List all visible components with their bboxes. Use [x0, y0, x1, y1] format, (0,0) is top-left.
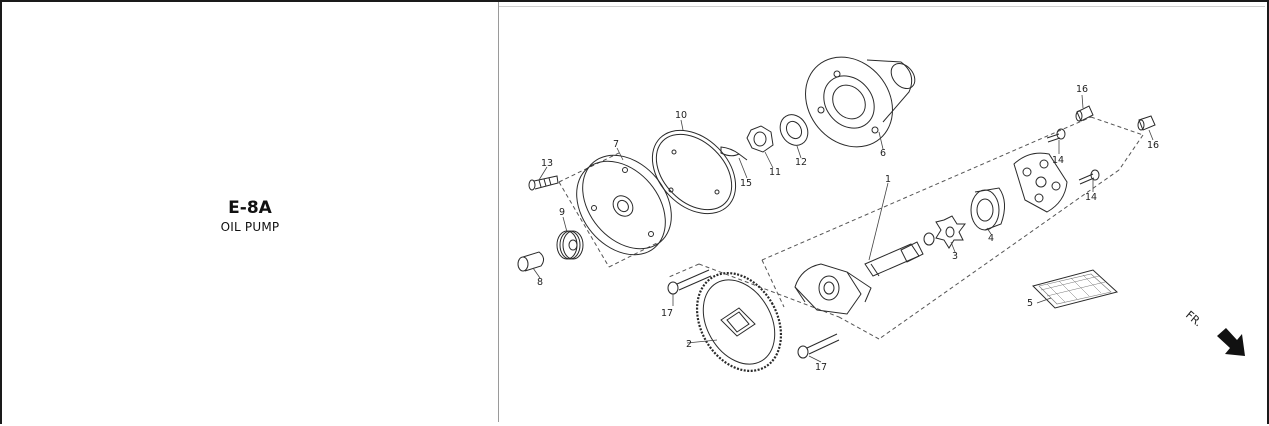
callout-1: 1 — [885, 174, 891, 185]
assembly-1-group-outline — [761, 116, 1144, 340]
part-13-screw — [528, 175, 559, 191]
callout-10: 10 — [675, 110, 687, 121]
part-3-inner-rotor — [935, 215, 966, 249]
callout-16b: 16 — [1147, 140, 1159, 151]
part-14-bolt-upper — [1046, 128, 1066, 143]
part-10-gasket — [651, 129, 737, 215]
diagram-frame — [499, 6, 1265, 420]
part-8-pin — [517, 251, 545, 272]
callout-2: 2 — [686, 339, 692, 350]
part-12-washer — [779, 114, 809, 146]
parts-diagram: 1 2 3 4 5 6 7 8 9 10 11 12 13 14 14 15 1… — [499, 2, 1265, 422]
callout-17b: 17 — [815, 362, 827, 373]
section-header-panel: E-8A OIL PUMP — [2, 2, 498, 424]
callout-11: 11 — [769, 167, 781, 178]
part-1-inner-shaft — [864, 241, 924, 277]
callout-7: 7 — [613, 139, 619, 150]
callout-14a: 14 — [1052, 155, 1064, 166]
part-17-bolt-upper — [667, 269, 712, 295]
section-title: OIL PUMP — [220, 220, 280, 234]
part-17-bolt-lower — [797, 333, 840, 359]
part-15-cotter-pin — [720, 146, 748, 161]
callout-4: 4 — [988, 233, 994, 244]
cover-group-outline — [558, 151, 660, 268]
section-code: E-8A — [228, 198, 272, 218]
panel-divider — [498, 2, 499, 422]
front-arrow-icon — [1217, 328, 1245, 356]
part-16-dowel-a — [1075, 105, 1094, 122]
callout-5: 5 — [1027, 298, 1033, 309]
front-label: FR. — [1183, 308, 1204, 329]
part-2-driven-gear — [695, 272, 783, 372]
part-5-oil-strainer — [1032, 269, 1119, 309]
part-1-pump-body — [794, 263, 872, 315]
part-6-pump-housing — [805, 56, 916, 148]
front-direction-marker: FR. — [1183, 308, 1245, 356]
callout-3: 3 — [952, 251, 958, 262]
callout-12: 12 — [795, 157, 807, 168]
part-4-outer-rotor — [970, 187, 1005, 231]
callout-labels: 1 2 3 4 5 6 7 8 9 10 11 12 13 14 14 15 1… — [537, 84, 1159, 373]
callout-16a: 16 — [1076, 84, 1088, 95]
callout-17a: 17 — [661, 308, 673, 319]
gear-group-outline — [668, 263, 840, 318]
callout-13: 13 — [541, 158, 553, 169]
pump-plate — [1013, 152, 1068, 213]
exploded-view: 1 2 3 4 5 6 7 8 9 10 11 12 13 14 14 15 1… — [517, 56, 1245, 373]
part-14-bolt-lower — [1078, 169, 1100, 185]
callout-9: 9 — [559, 207, 565, 218]
callout-8: 8 — [537, 277, 543, 288]
part-7-pump-cover — [576, 154, 672, 256]
leader-lines — [532, 94, 1154, 363]
callout-6: 6 — [880, 148, 886, 159]
circlip — [923, 232, 935, 246]
part-9-rotor — [556, 230, 584, 260]
part-16-dowel-b — [1137, 115, 1156, 131]
callout-15: 15 — [740, 178, 752, 189]
callout-14b: 14 — [1085, 192, 1097, 203]
part-11-nut — [746, 125, 774, 153]
